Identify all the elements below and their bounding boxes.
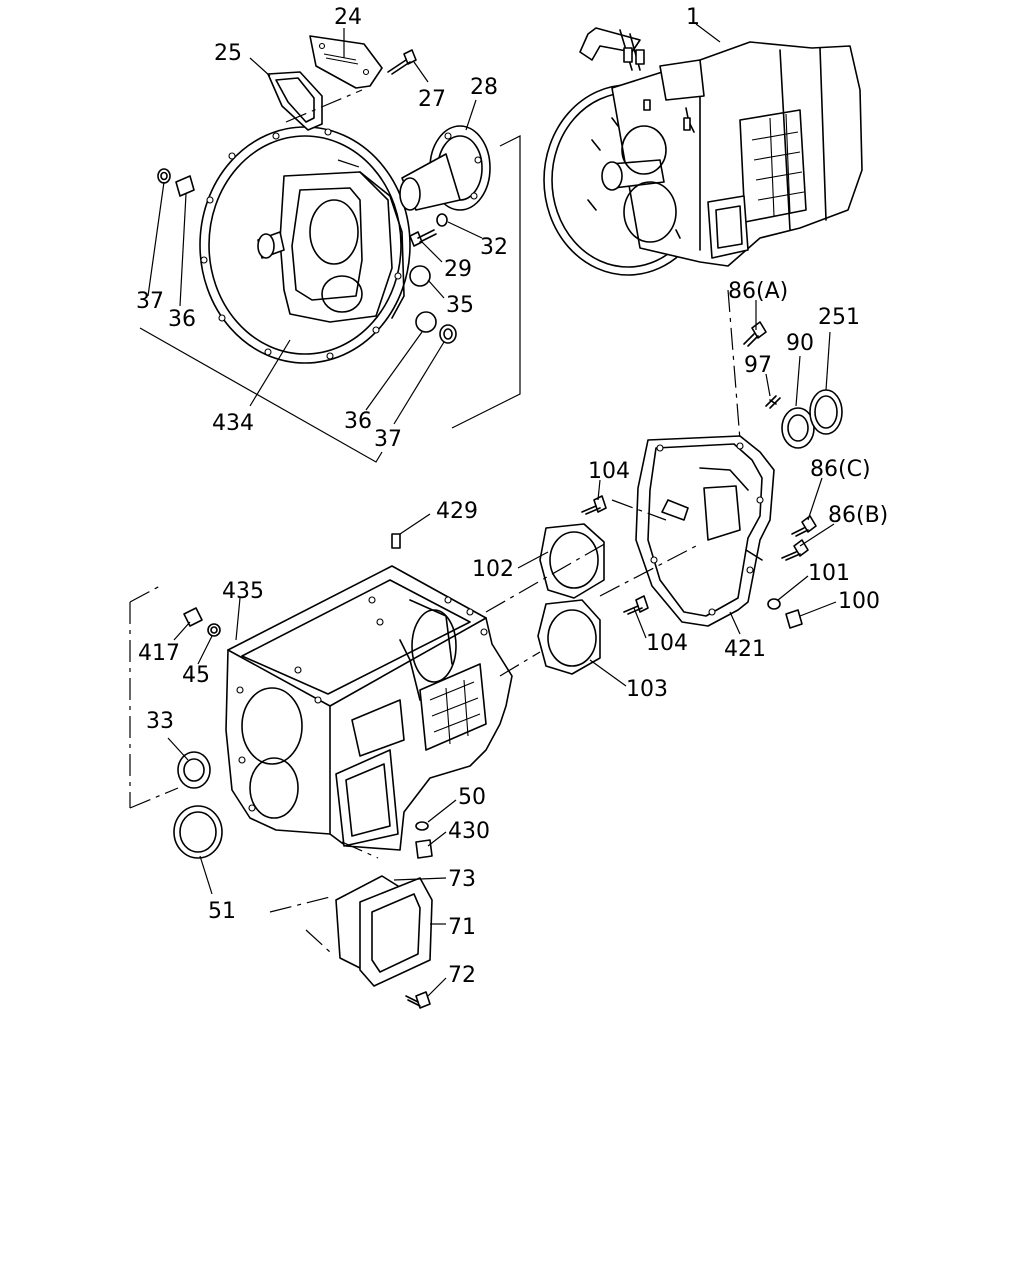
callout-35: 35 <box>446 293 474 318</box>
callout-36-lower: 36 <box>344 409 372 434</box>
callout-86c: 86(C) <box>810 457 871 482</box>
callout-86b: 86(B) <box>828 503 888 528</box>
side-cover-71-73-drawing <box>335 875 433 1009</box>
callout-27: 27 <box>418 87 446 112</box>
callout-100: 100 <box>838 589 880 614</box>
callout-104-upper: 104 <box>588 459 630 484</box>
callout-251: 251 <box>818 305 860 330</box>
callout-25: 25 <box>214 41 242 66</box>
cover-plate-24-drawing <box>309 35 383 89</box>
cover-102-drawing <box>539 523 605 599</box>
small-parts-upper-drawing <box>157 168 457 344</box>
callout-435: 435 <box>222 579 264 604</box>
gasket-25-drawing <box>267 71 323 131</box>
callout-37-lower: 37 <box>374 427 402 452</box>
cover-103-drawing <box>537 599 601 675</box>
callout-labels: 1 24 25 27 28 32 29 35 37 36 434 36 37 8… <box>136 5 888 988</box>
callout-28: 28 <box>470 75 498 100</box>
callout-97: 97 <box>744 353 772 378</box>
callout-101: 101 <box>808 561 850 586</box>
callout-51: 51 <box>208 899 236 924</box>
clutch-housing-434-drawing <box>199 126 411 364</box>
transmission-case-435-drawing <box>225 533 513 851</box>
callout-430: 430 <box>448 819 490 844</box>
gasket-251-drawing <box>809 389 843 435</box>
leader-lines <box>129 23 837 997</box>
bearing-retainer-28-drawing <box>399 125 491 211</box>
callout-86a: 86(A) <box>728 279 788 304</box>
callout-73: 73 <box>448 867 476 892</box>
callout-36-upper: 36 <box>168 307 196 332</box>
callout-429: 429 <box>436 499 478 524</box>
callout-90: 90 <box>786 331 814 356</box>
callout-32: 32 <box>480 235 508 260</box>
callout-33: 33 <box>146 709 174 734</box>
callout-37-upper: 37 <box>136 289 164 314</box>
oil-seal-90-drawing <box>781 407 815 449</box>
callout-24: 24 <box>334 5 362 30</box>
transmission-assembly-drawing <box>543 27 863 276</box>
callout-45: 45 <box>182 663 210 688</box>
callout-72: 72 <box>448 963 476 988</box>
callout-50: 50 <box>458 785 486 810</box>
callout-103: 103 <box>626 677 668 702</box>
bolt-27-drawing <box>387 49 417 75</box>
callout-417: 417 <box>138 641 180 666</box>
callout-1: 1 <box>686 5 700 30</box>
callout-102: 102 <box>472 557 514 582</box>
callout-421: 421 <box>724 637 766 662</box>
small-parts-lower-drawing <box>173 607 433 859</box>
callout-104-lower: 104 <box>646 631 688 656</box>
callout-434: 434 <box>212 411 254 436</box>
callout-71: 71 <box>448 915 476 940</box>
callout-29: 29 <box>444 257 472 282</box>
rear-housing-421-drawing <box>635 435 775 627</box>
